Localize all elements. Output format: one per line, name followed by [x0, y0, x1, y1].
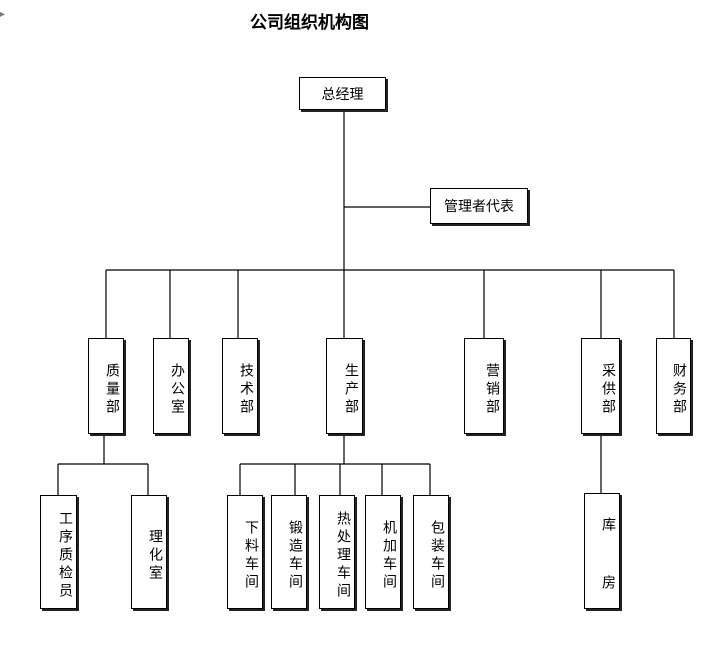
- node-forging-workshop: 锻造车间: [271, 495, 307, 609]
- node-label: 热处理车间: [335, 511, 351, 601]
- node-label: 总经理: [321, 86, 364, 103]
- node-process-inspector: 工序质检员: [40, 495, 77, 609]
- node-label: 技术部: [238, 363, 254, 417]
- node-quality-dept: 质量部: [88, 338, 124, 434]
- node-warehouse: 库 房: [584, 493, 620, 609]
- node-label: 管理者代表: [444, 199, 514, 215]
- node-machining-workshop: 机加车间: [365, 495, 401, 609]
- node-label: 下料车间: [243, 520, 259, 592]
- node-lab: 理化室: [131, 495, 167, 609]
- node-label: 理化室: [147, 529, 163, 583]
- node-finance-dept: 财务部: [656, 338, 691, 434]
- node-sales-dept: 营销部: [464, 338, 504, 434]
- node-label: 质量部: [104, 363, 120, 417]
- node-label: 营销部: [484, 363, 500, 417]
- node-packaging-workshop: 包装车间: [413, 495, 449, 609]
- chart-title: 公司组织机构图: [250, 13, 369, 33]
- node-label: 工序质检员: [57, 511, 73, 601]
- node-label: 库 房: [600, 517, 616, 593]
- node-production-dept: 生产部: [326, 338, 363, 434]
- node-label: 采供部: [600, 363, 616, 417]
- node-heat-treatment-workshop: 热处理车间: [319, 495, 355, 609]
- node-label: 财务部: [671, 363, 687, 417]
- node-label: 锻造车间: [287, 520, 303, 592]
- node-purchasing-dept: 采供部: [581, 338, 620, 434]
- corner-mark: ▸: [0, 9, 6, 20]
- node-general-manager: 总经理: [299, 77, 386, 110]
- node-office: 办公室: [153, 338, 189, 434]
- node-label: 机加车间: [381, 520, 397, 592]
- node-label: 包装车间: [429, 520, 445, 592]
- node-label: 办公室: [169, 363, 185, 417]
- node-label: 生产部: [343, 363, 359, 417]
- node-management-representative: 管理者代表: [430, 188, 528, 224]
- node-tech-dept: 技术部: [222, 338, 258, 434]
- node-blanking-workshop: 下料车间: [227, 495, 263, 609]
